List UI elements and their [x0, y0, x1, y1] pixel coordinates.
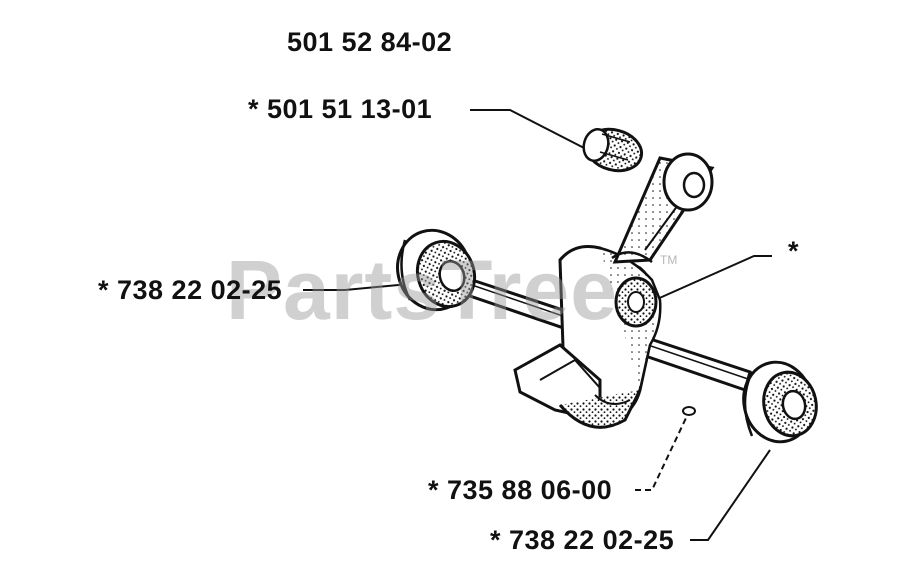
crankpin — [614, 276, 658, 328]
connecting-rod — [611, 152, 715, 264]
watermark: PartsTree — [226, 243, 618, 337]
leader-right-bearing — [690, 449, 771, 541]
needle-bearing — [582, 127, 644, 173]
leader-crankpin — [654, 255, 772, 301]
leader-key — [635, 417, 687, 491]
woodruff-key — [682, 406, 696, 416]
callout-left-main-bearing: * 738 22 02-25 — [98, 275, 283, 305]
callout-crankpin: * — [788, 236, 800, 266]
callout-woodruff-key: * 735 88 06-00 — [428, 475, 613, 505]
callout-needle-bearing: * 501 51 13-01 — [248, 94, 433, 124]
watermark-trademark: TM — [660, 253, 678, 267]
leader-needle-bearing — [470, 109, 589, 151]
leader-lines — [303, 109, 772, 541]
callout-right-main-bearing: * 738 22 02-25 — [490, 525, 675, 555]
left-main-bearing — [396, 228, 477, 312]
assembly-part-number: 501 52 84-02 — [287, 27, 453, 57]
leader-left-bearing — [303, 282, 421, 291]
right-main-bearing — [742, 360, 818, 444]
